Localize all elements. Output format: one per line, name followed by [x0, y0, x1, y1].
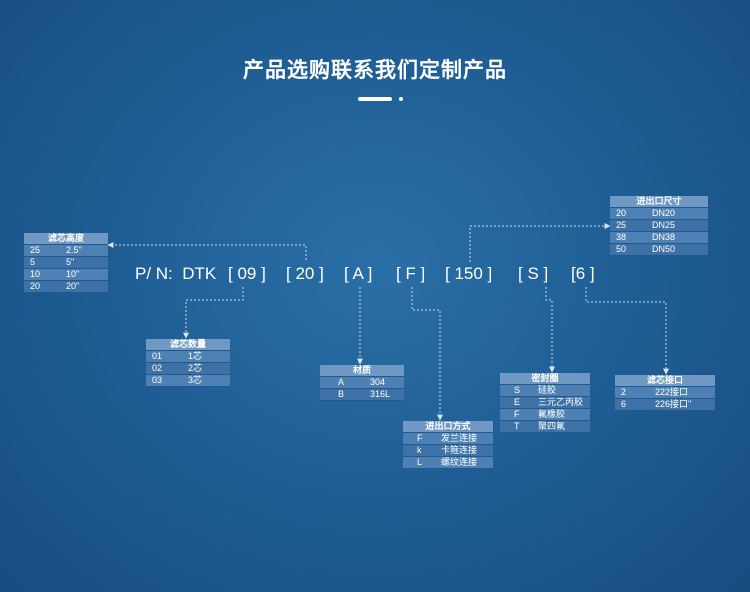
table-header: 进出口方式	[403, 421, 493, 433]
code-cell: F	[417, 433, 423, 443]
value-cell: 2芯	[188, 363, 203, 373]
value-cell: DN25	[652, 220, 676, 230]
table-row: 2 222接口	[615, 387, 715, 399]
value-cell: 222接口	[655, 387, 689, 397]
code-cell: E	[514, 397, 521, 407]
code-cell: 2	[621, 387, 627, 397]
table-row: 38 DN38	[610, 232, 708, 244]
table-row: T 聚四氟	[500, 421, 590, 433]
table-seal: 密封圈 S 硅胶 E 三元乙丙胶 F 氟橡胶 T 聚四氟	[500, 373, 590, 433]
code-cell: A	[338, 377, 345, 387]
table-count: 滤芯数量 01 1芯 02 2芯 03 3芯	[146, 339, 230, 387]
table-row: 10 10"	[24, 269, 108, 281]
table-header: 密封圈	[500, 373, 590, 385]
value-cell: 硅胶	[538, 385, 557, 395]
code-cell: 20	[616, 208, 627, 218]
pn-segment-cartridge: [6 ]	[571, 264, 595, 283]
connector-count	[183, 287, 244, 339]
value-cell: 聚四氟	[538, 421, 566, 431]
table-row: F 发兰连接	[403, 433, 493, 445]
pn-segment-height: [ 20 ]	[286, 264, 324, 283]
part-number-prefix: P/ N: DTK	[135, 264, 217, 283]
pn-segment-material: [ A ]	[344, 264, 373, 283]
table-row: 6 226接口"	[615, 399, 715, 411]
table-row: L 螺纹连接	[403, 457, 493, 469]
value-cell: 卡箍连接	[441, 445, 478, 455]
table-row: A 304	[320, 377, 404, 389]
table-header: 滤芯接口	[615, 375, 715, 387]
connector-height	[107, 242, 307, 260]
value-cell: 5"	[66, 257, 75, 267]
value-cell: 226接口"	[655, 399, 692, 409]
table-row: 50 DN50	[610, 244, 708, 256]
value-cell: 304	[370, 377, 386, 387]
pn-segment-port-size: [ 150 ]	[445, 264, 493, 283]
code-cell: L	[417, 457, 423, 467]
table-row: 01 1芯	[146, 351, 230, 363]
table-cartridge: 滤芯接口 2 222接口 6 226接口"	[615, 375, 715, 411]
value-cell: 20"	[66, 281, 80, 291]
table-row: k 卡箍连接	[403, 445, 493, 457]
title-dot	[399, 97, 403, 101]
code-cell: 6	[621, 399, 627, 409]
table-row: 25 DN25	[610, 220, 708, 232]
code-cell: 03	[152, 375, 163, 385]
value-cell: DN20	[652, 208, 676, 218]
value-cell: DN50	[652, 244, 676, 254]
connector-cartridge	[585, 287, 669, 375]
table-height: 滤芯高度 25 2.5" 5 5" 10 10" 20 20"	[24, 233, 108, 293]
table-material: 材质 A 304 B 316L	[320, 365, 404, 401]
table-row: 03 3芯	[146, 375, 230, 387]
table-header: 滤芯数量	[146, 339, 230, 351]
value-cell: 316L	[370, 389, 391, 399]
value-cell: 2.5"	[66, 245, 82, 255]
value-cell: 1芯	[188, 351, 203, 361]
table-row: 5 5"	[24, 257, 108, 269]
code-cell: S	[514, 385, 521, 395]
table-connection: 进出口方式 F 发兰连接 k 卡箍连接 L 螺纹连接	[403, 421, 493, 469]
page-title: 产品选购联系我们定制产品	[243, 59, 507, 82]
table-row: S 硅胶	[500, 385, 590, 397]
value-cell: 发兰连接	[441, 433, 478, 443]
table-header: 进出口尺寸	[610, 196, 708, 208]
value-cell: 三元乙丙胶	[538, 397, 584, 407]
code-cell: k	[417, 445, 422, 455]
code-cell: 38	[616, 232, 627, 242]
table-row: 20 DN20	[610, 208, 708, 220]
table-row: 20 20"	[24, 281, 108, 293]
code-cell: 02	[152, 363, 163, 373]
code-cell: 20	[30, 281, 41, 291]
code-cell: 10	[30, 269, 41, 279]
connector-port-size	[469, 223, 611, 262]
table-header: 材质	[320, 365, 404, 377]
value-cell: 10"	[66, 269, 80, 279]
code-cell: 50	[616, 244, 627, 254]
table-row: 02 2芯	[146, 363, 230, 375]
code-cell: T	[514, 421, 520, 431]
pn-segment-connection: [ F ]	[396, 264, 426, 283]
code-cell: 5	[30, 257, 36, 267]
code-cell: 01	[152, 351, 163, 361]
connector-connection	[411, 287, 443, 421]
table-row: B 316L	[320, 389, 404, 401]
table-row: F 氟橡胶	[500, 409, 590, 421]
code-cell: 25	[30, 245, 41, 255]
value-cell: 3芯	[188, 375, 203, 385]
value-cell: DN38	[652, 232, 676, 242]
table-port-size: 进出口尺寸 20 DN20 25 DN25 38 DN38 50 DN50	[610, 196, 708, 256]
pn-segment-count: [ 09 ]	[228, 264, 266, 283]
value-cell: 螺纹连接	[441, 457, 478, 467]
code-cell: 25	[616, 220, 627, 230]
table-row: 25 2.5"	[24, 245, 108, 257]
code-cell: B	[338, 389, 345, 399]
connector-seal	[545, 287, 555, 373]
title-underline	[358, 97, 392, 101]
table-header: 滤芯高度	[24, 233, 108, 245]
value-cell: 氟橡胶	[538, 409, 566, 419]
table-row: E 三元乙丙胶	[500, 397, 590, 409]
pn-segment-seal: [ S ]	[518, 264, 549, 283]
code-cell: F	[514, 409, 520, 419]
